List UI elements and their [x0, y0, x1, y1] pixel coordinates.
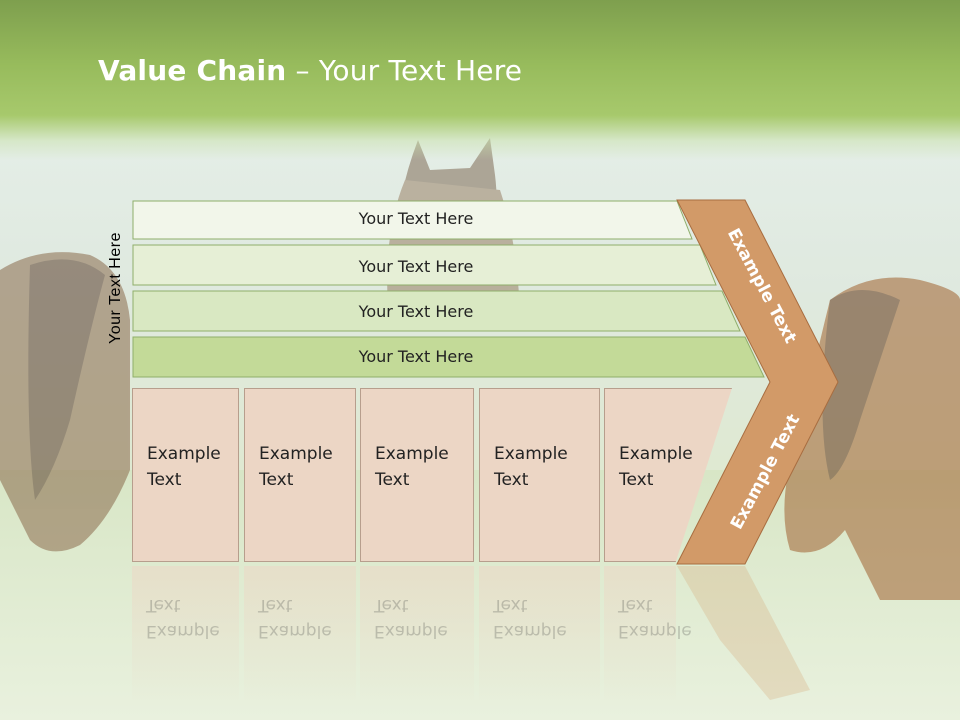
activity-box-2-reflection: Example Text — [244, 566, 356, 706]
activity-box-5-text: Example Text — [619, 444, 693, 490]
reflection-text-3: Example Text — [374, 595, 448, 641]
activity-box-3-text: Example Text — [375, 444, 449, 490]
slide-title-bold: Value Chain — [98, 54, 287, 87]
activity-box-3-reflection: Example Text — [360, 566, 474, 706]
slide-title: Value Chain – Your Text Here — [98, 54, 522, 87]
header-band — [0, 0, 960, 160]
row-label-2: Your Text Here — [358, 257, 474, 276]
activity-box-1-text: Example Text — [147, 444, 221, 490]
activity-box-4[interactable]: Example Text — [479, 388, 600, 562]
reflection-text-1: Example Text — [146, 595, 220, 641]
activity-box-1-reflection: Example Text — [132, 566, 239, 706]
activity-box-2-text: Example Text — [259, 444, 333, 490]
reflection-text-5: Example Text — [618, 595, 692, 641]
activity-box-5-reflection: Example Text — [604, 566, 692, 706]
value-chain-chevron[interactable] — [676, 199, 839, 565]
reflection-text-4: Example Text — [493, 595, 567, 641]
reflection-text-2: Example Text — [258, 595, 332, 641]
activity-box-4-reflection: Example Text — [479, 566, 600, 706]
slide-title-rest: – Your Text Here — [286, 54, 523, 87]
row-bar-1[interactable] — [132, 200, 693, 240]
row-label-4: Your Text Here — [358, 347, 474, 366]
chevron-reflection — [677, 566, 810, 700]
row-bar-2[interactable] — [132, 244, 717, 286]
row-label-1: Your Text Here — [358, 209, 474, 228]
activity-box-4-text: Example Text — [494, 444, 568, 490]
row-label-3: Your Text Here — [358, 302, 474, 321]
activity-box-1[interactable]: Example Text — [132, 388, 239, 562]
row-bar-4[interactable] — [132, 336, 765, 378]
row-bar-3[interactable] — [132, 290, 741, 332]
activity-box-3[interactable]: Example Text — [360, 388, 474, 562]
activity-box-2[interactable]: Example Text — [244, 388, 356, 562]
